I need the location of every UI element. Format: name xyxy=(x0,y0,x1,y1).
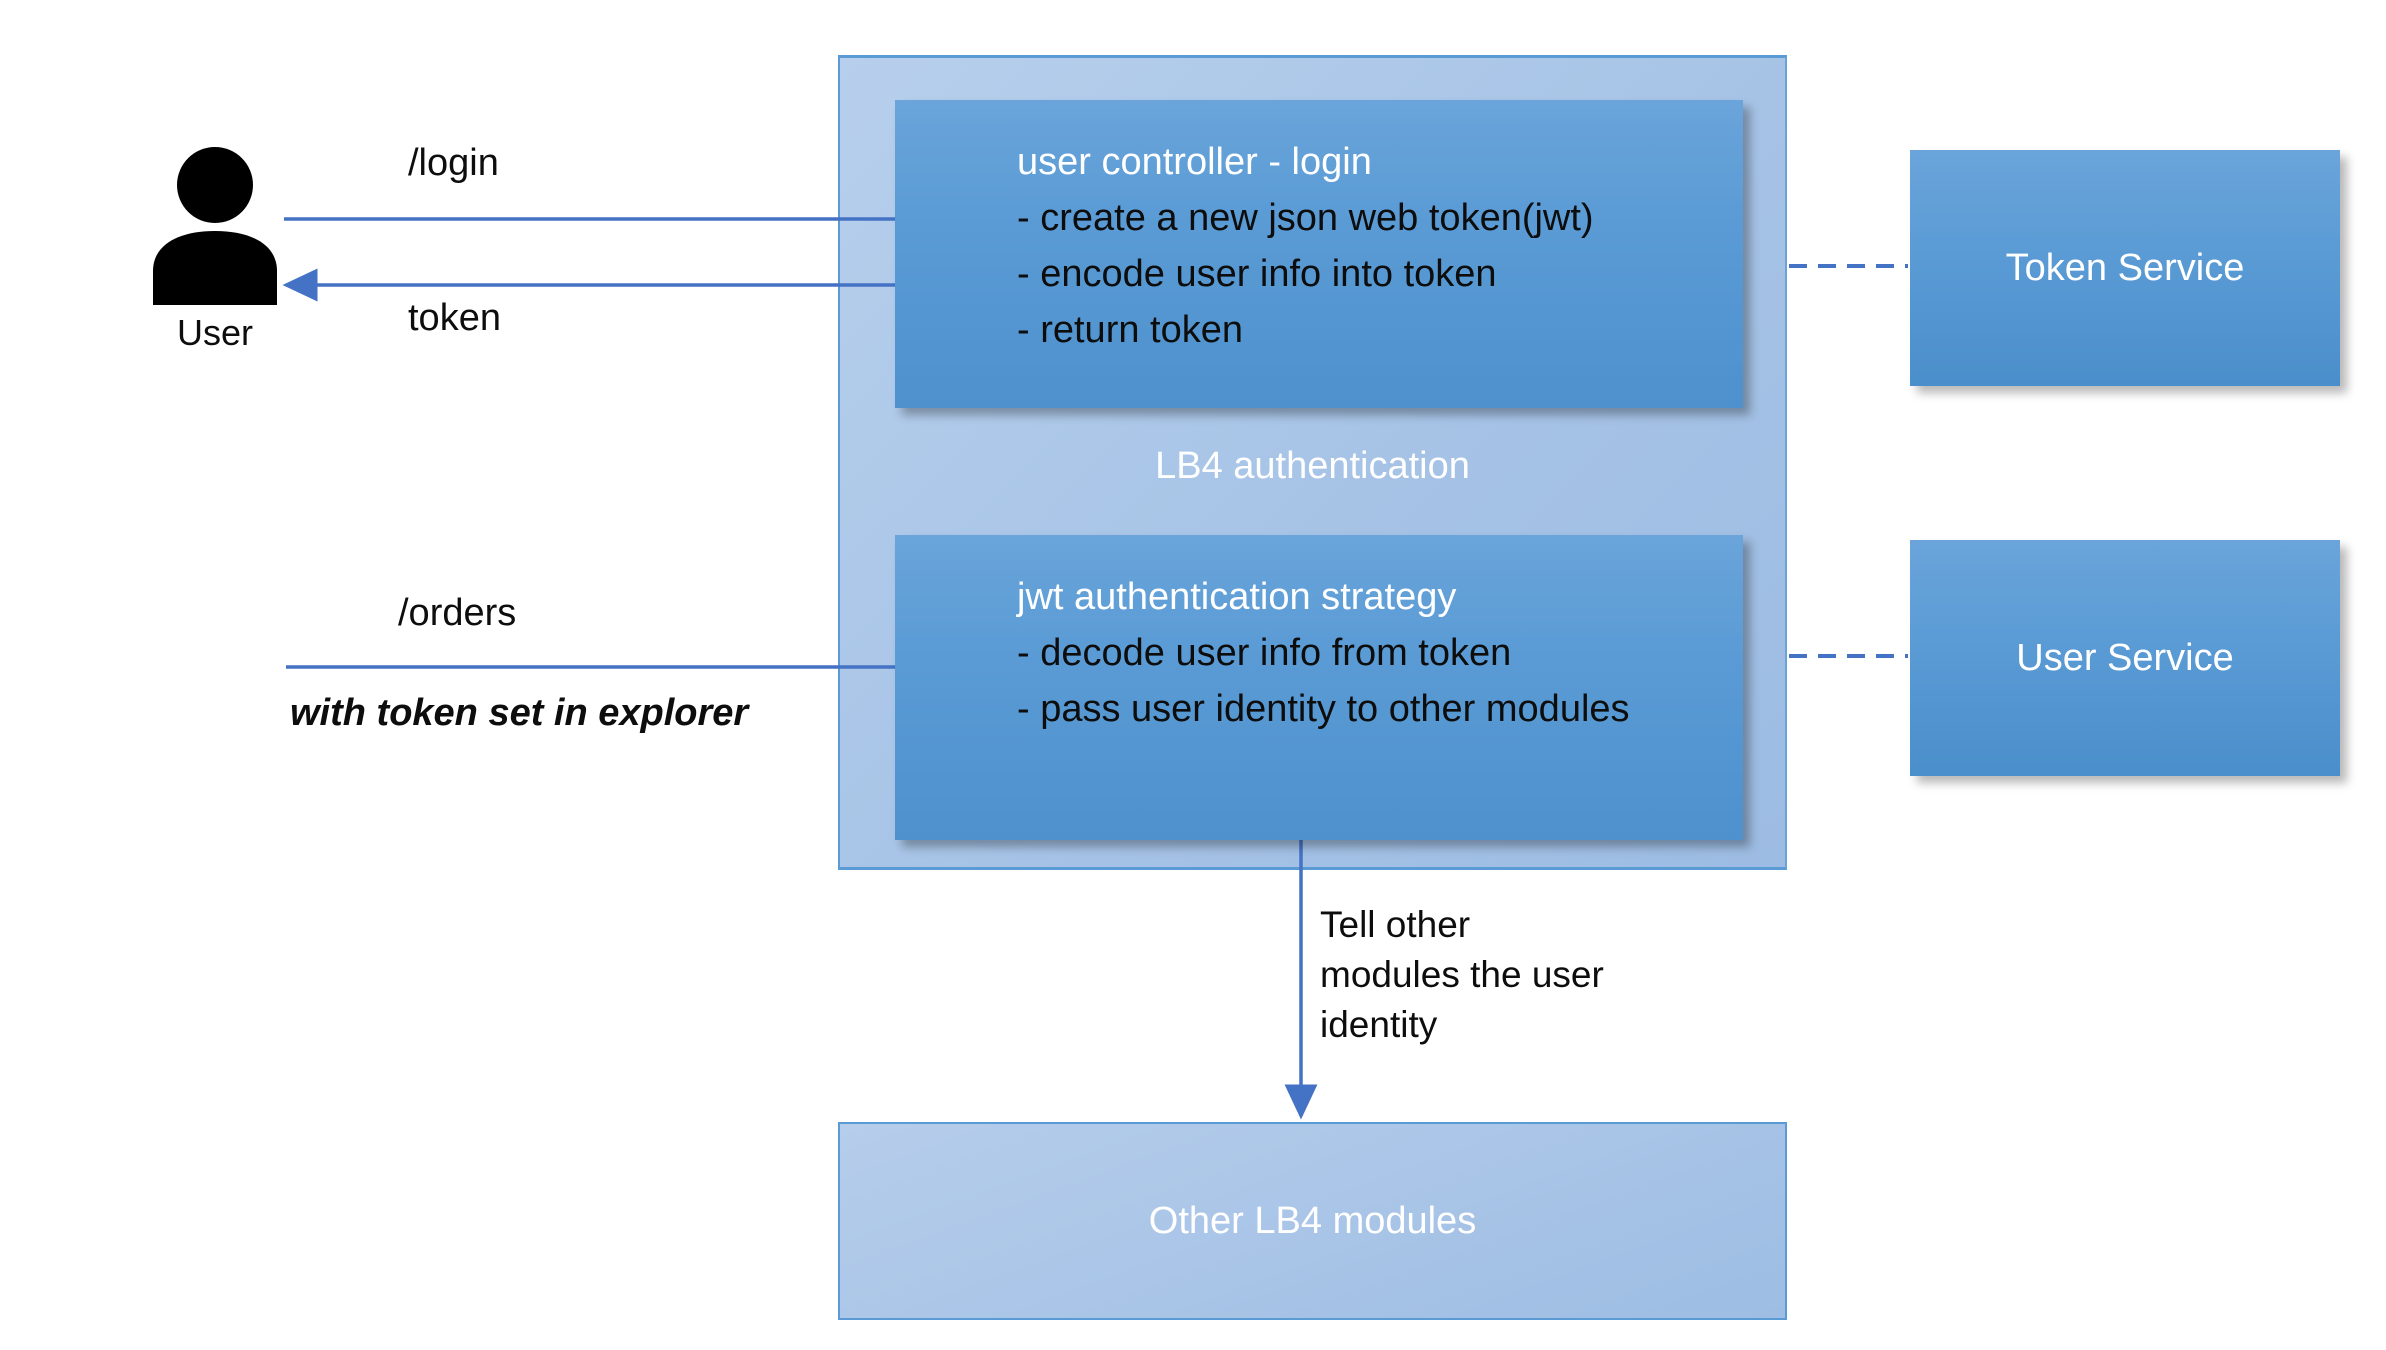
box-other-lb4-modules: Other LB4 modules xyxy=(838,1122,1787,1320)
actor-user-label: User xyxy=(176,312,253,353)
edge-label-token: token xyxy=(408,297,501,339)
other-lb4-modules-label: Other LB4 modules xyxy=(1148,1200,1477,1242)
token-service-label: Token Service xyxy=(2005,247,2245,289)
lb4-authentication-caption: LB4 authentication xyxy=(1155,445,1470,487)
panel-user-controller-login: user controller - login - create a new j… xyxy=(895,100,1743,408)
box-token-service: Token Service xyxy=(1910,150,2340,386)
actor-user: User xyxy=(70,145,360,355)
edge-label-login: /login xyxy=(408,142,499,184)
edge-label-orders-note: with token set in explorer xyxy=(290,692,749,734)
panel-login-title: user controller - login xyxy=(1017,141,1372,183)
panel-jwt-authentication-strategy: jwt authentication strategy - decode use… xyxy=(895,535,1743,840)
panel-jwt-line-1: - decode user info from token xyxy=(1017,632,1512,674)
panel-login-line-2: - encode user info into token xyxy=(1017,253,1497,295)
box-user-service: User Service xyxy=(1910,540,2340,776)
user-service-label: User Service xyxy=(2016,637,2234,679)
edge-label-tell-modules: Tell other modules the user identity xyxy=(1320,904,1604,1045)
panel-login-line-1: - create a new json web token(jwt) xyxy=(1017,197,1594,239)
user-person-icon xyxy=(153,147,277,305)
edge-label-orders: /orders xyxy=(398,592,517,634)
panel-login-line-3: - return token xyxy=(1017,309,1243,351)
panel-jwt-line-2: - pass user identity to other modules xyxy=(1017,688,1630,730)
panel-jwt-title: jwt authentication strategy xyxy=(1017,576,1457,618)
